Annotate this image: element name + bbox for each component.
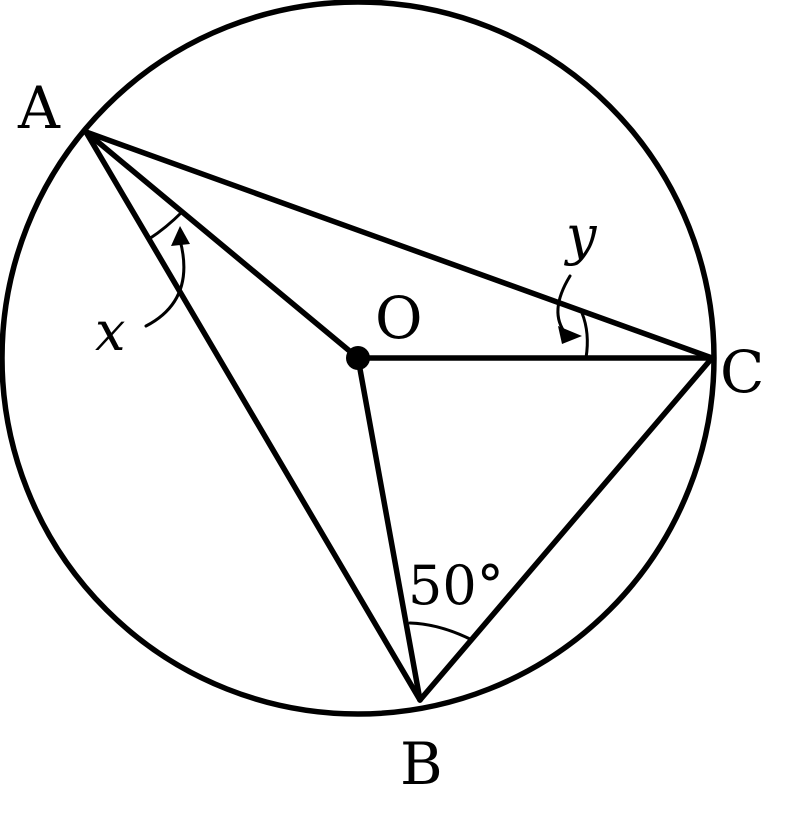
angle-arc-y [580, 311, 589, 360]
angle-x-arrow [144, 238, 186, 328]
label-angle-50: 50° [408, 554, 504, 617]
label-c: C [720, 338, 764, 406]
angle-y-arrowhead [558, 326, 582, 344]
angle-arc-x [147, 210, 184, 241]
segment-ab [83, 129, 423, 703]
angle-arc-obc [408, 621, 474, 642]
label-b: B [400, 730, 443, 798]
angle-x-arrowhead [171, 226, 190, 246]
radius-oa [83, 129, 361, 361]
label-o: O [375, 284, 423, 352]
label-a: A [17, 74, 61, 142]
segment-ac [83, 129, 715, 361]
segment-bc [417, 355, 715, 703]
center-point-o [346, 346, 370, 370]
label-y: y [564, 204, 598, 267]
label-x: x [95, 300, 125, 363]
radius-ob [355, 355, 423, 703]
